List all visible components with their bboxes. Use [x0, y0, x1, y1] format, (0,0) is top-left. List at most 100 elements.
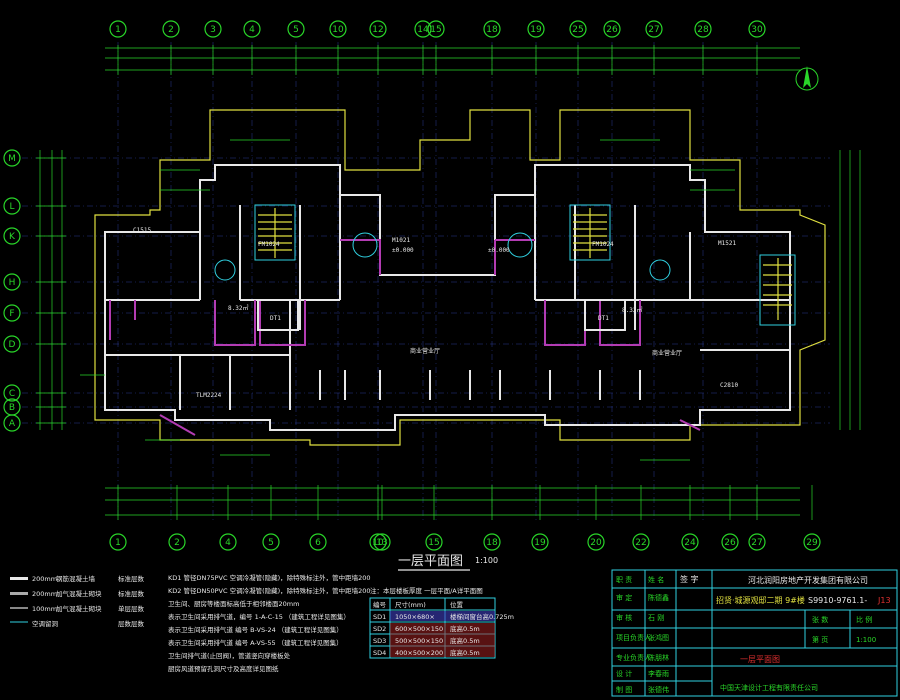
- axis-label-top: 1: [115, 25, 121, 35]
- axis-bubble-bottom-26: [721, 533, 739, 551]
- door-label-fm-left: FM1024: [258, 241, 280, 248]
- axis-label-top: 4: [249, 25, 255, 35]
- dimension-lines: [36, 45, 861, 520]
- axis-bubble-bottom-19: [531, 533, 549, 551]
- title-block-name: 李春雨: [648, 669, 669, 678]
- legend-2-extra: 标准层数: [118, 589, 145, 598]
- axis-label-left: A: [9, 419, 16, 429]
- axis-label-top: 25: [572, 25, 583, 35]
- axis-label-top: 15: [430, 25, 441, 35]
- axis-bubble-left-L: [3, 197, 21, 215]
- axis-label-bottom: 10: [372, 538, 384, 548]
- elevator-label-right: DT1: [598, 315, 609, 322]
- right-label-3: 第 页: [812, 635, 828, 644]
- axis-label-bottom: 6: [315, 538, 321, 548]
- axis-label-bottom: 27: [751, 538, 762, 548]
- window-table-cell: SD4: [373, 649, 386, 657]
- axis-bubble-bottom-20: [587, 533, 605, 551]
- table-header-pos: 位置: [450, 600, 464, 609]
- axis-label-bottom: 2: [174, 538, 180, 548]
- window-table-cell: SD3: [373, 637, 386, 645]
- axis-bubble-bottom-22: [632, 533, 650, 551]
- axis-label-bottom: 24: [684, 538, 696, 548]
- axis-label-top: 2: [168, 25, 174, 35]
- axis-bubble-top-12: [369, 20, 387, 38]
- window-table-cell: 1050×680×: [395, 613, 435, 621]
- title-block-name: 张鸿图: [648, 633, 669, 642]
- axis-label-bottom: 5: [268, 538, 274, 548]
- elevator-label-left: DT1: [270, 315, 281, 322]
- axis-bubble-top-25: [569, 20, 587, 38]
- window-table-cell: 底高0.5m: [450, 648, 480, 657]
- axis-bubble-left-H: [3, 273, 21, 291]
- axis-bubble-left-C: [3, 384, 21, 402]
- legend-2-desc: 加气混凝土砌块: [56, 589, 102, 598]
- company-name: 河北润阳房地产开发集团有限公司: [748, 575, 868, 585]
- axis-bubble-top-15: [427, 20, 445, 38]
- right-label-2: 比 例: [856, 615, 872, 624]
- note-2: KD2 管径DN50PVC 空调冷凝管(隐藏)，除特殊标注外，管中距墙200: [168, 586, 371, 595]
- title-block-name: 陈朋林: [648, 653, 669, 662]
- plan-title: 一层平面图: [398, 554, 463, 569]
- axis-bubble-top-10: [329, 20, 347, 38]
- note-7: 卫生间排气道(止回阀)，管道竖向穿楼板处: [168, 651, 291, 660]
- commercial-hall-label-left: 商业营业厅: [410, 347, 440, 355]
- window-table-cell: 500×500×150: [395, 637, 443, 645]
- axis-label-top: 12: [372, 25, 383, 35]
- door-label-tlm: TLM2224: [196, 392, 222, 399]
- axis-bubble-top-3: [204, 20, 222, 38]
- axis-label-left: M: [8, 154, 16, 164]
- title-block-name: 张德伟: [648, 685, 669, 694]
- drawing-number: S9910-9761.1-: [808, 596, 867, 605]
- axis-bubble-left-D: [3, 335, 21, 353]
- note-4: 表示卫生间采用排气道，编号 1-A-C-15 （建筑工程详见图集）: [168, 612, 350, 621]
- axis-label-bottom: 1: [115, 538, 121, 548]
- table-header-id: 编号: [373, 600, 387, 609]
- area-label-left: 8.32㎡: [228, 304, 248, 312]
- axis-label-bottom: 13: [376, 538, 387, 548]
- plan-scale: 1:100: [475, 556, 498, 565]
- note-mid: 注：本层楼板厚度 一层平面/A详平面图: [370, 586, 483, 595]
- door-label-fm-right: FM1024: [592, 241, 614, 248]
- axis-label-bottom: 18: [486, 538, 498, 548]
- axis-label-bottom: 15: [428, 538, 439, 548]
- window-table-cell: 600×500×150: [395, 625, 443, 633]
- window-table-cell: 400×500×200: [395, 649, 443, 657]
- axis-label-left: H: [9, 278, 16, 288]
- window-label-c1: C1515: [133, 227, 151, 234]
- door-label-m2: M1521: [718, 240, 736, 247]
- notes: KD1 管径DN75PVC 空调冷凝管(隐藏)，除特殊标注外，管中距墙200 K…: [168, 573, 483, 673]
- axis-label-left: F: [9, 309, 14, 319]
- axis-label-top: 19: [530, 25, 542, 35]
- axis-bubble-top-18: [483, 20, 501, 38]
- axis-label-top: 14: [417, 25, 429, 35]
- axis-label-top: 27: [648, 25, 659, 35]
- title-block-name: 石 刚: [648, 613, 664, 622]
- level-label-left: ±0.000: [392, 247, 414, 254]
- note-8: 厨房风道预留孔洞尺寸及高度详见图纸: [168, 664, 279, 673]
- stair-east: [759, 254, 796, 326]
- axis-bubble-top-30: [748, 20, 766, 38]
- title-block-role: 制 图: [616, 685, 632, 694]
- axis-bubble-top-26: [603, 20, 621, 38]
- axis-bubble-top-14: [414, 20, 432, 38]
- axis-label-left: B: [9, 403, 15, 413]
- title-block-name: 陈德鑫: [648, 593, 669, 602]
- axis-bubble-left-A: [3, 414, 21, 432]
- window-table-cell: SD1: [373, 613, 386, 621]
- axis-bubble-bottom-18: [483, 533, 501, 551]
- door-label-m1: M1021: [392, 237, 410, 244]
- north-arrow-icon: [795, 66, 819, 91]
- axis-label-bottom: 29: [806, 538, 818, 548]
- note-5: 表示卫生间采用排气道 编号 B-VS-24 （建筑工程详见图集）: [168, 625, 343, 634]
- legend-1-extra: 标准层数: [118, 574, 145, 583]
- axis-label-top: 10: [332, 25, 344, 35]
- legend-2-size: 200mm: [32, 590, 57, 598]
- axis-label-left: L: [9, 202, 14, 212]
- axis-bubble-bottom-29: [803, 533, 821, 551]
- axis-bubble-bottom-24: [681, 533, 699, 551]
